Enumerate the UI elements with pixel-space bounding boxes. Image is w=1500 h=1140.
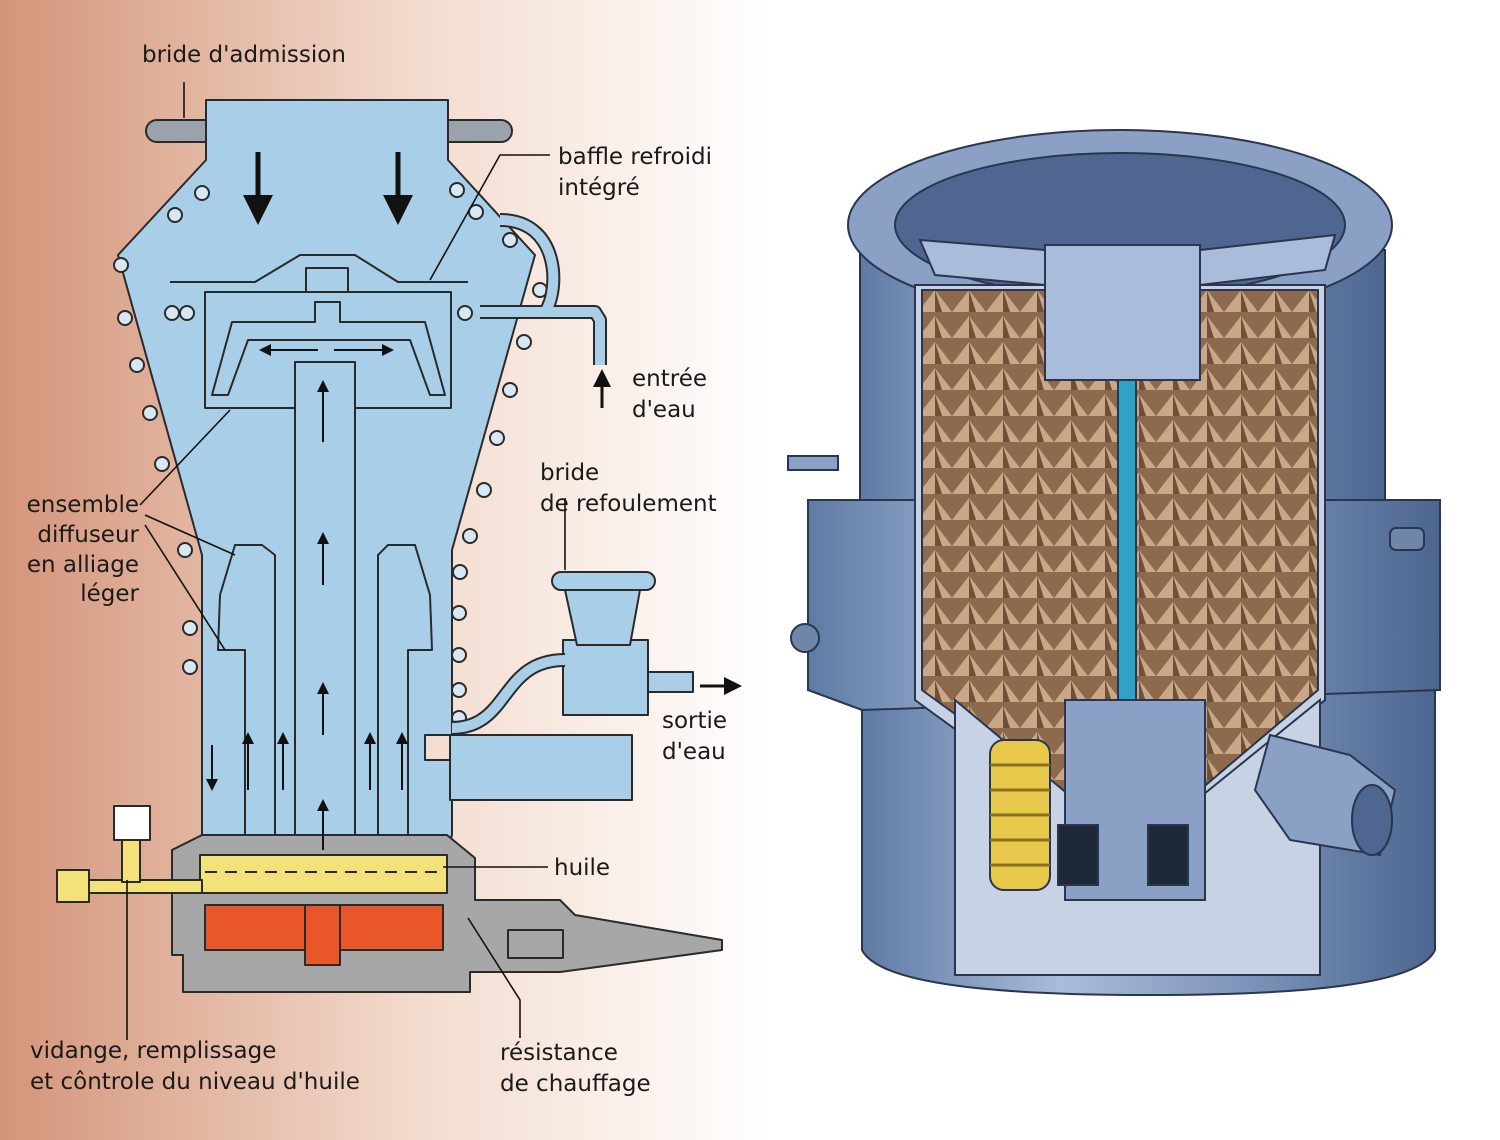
heater-block-left <box>204 904 306 951</box>
top-jet-hat <box>211 301 446 396</box>
motor-block-left <box>1057 824 1099 886</box>
label-ensemble-4: léger <box>80 581 139 607</box>
label-huile: huile <box>554 855 610 881</box>
motor-block-right <box>1147 824 1189 886</box>
label-bride-admission: bride d'admission <box>142 42 346 68</box>
bellows-rings <box>990 763 1050 867</box>
heater-wire-box <box>507 929 564 959</box>
label-vidange-2: et côntrole du niveau d'huile <box>30 1069 360 1095</box>
flow-arrows <box>206 152 742 850</box>
label-sortie-1: sortie <box>662 708 727 734</box>
outlet-stub <box>647 671 694 693</box>
label-ensemble-3: en alliage <box>27 552 139 578</box>
spider-arm-left <box>918 238 1046 287</box>
exhaust-port-opening <box>1351 784 1393 856</box>
heater-block-right <box>339 904 444 951</box>
leader-lines <box>126 82 566 1040</box>
cooling-coil-right <box>449 182 548 726</box>
water-inlet-tube-inner <box>480 215 605 365</box>
outlet-flange <box>551 571 656 591</box>
water-outlet-tube-inner <box>451 655 566 733</box>
oil-bath <box>199 854 448 894</box>
label-resistance-2: de chauffage <box>500 1071 651 1097</box>
oil-level-cap <box>113 805 151 841</box>
label-sortie-2: d'eau <box>662 739 726 765</box>
label-entree-2: d'eau <box>632 397 696 423</box>
label-baffle-1: baffle refroidi <box>558 144 712 170</box>
spider-arm-right <box>1199 233 1337 287</box>
oil-level-tube <box>121 837 141 883</box>
side-fitting <box>787 455 839 471</box>
label-bride-ref-1: bride <box>540 460 599 486</box>
side-knob <box>790 623 820 653</box>
outlet-neck <box>564 589 641 646</box>
diagram-labels: bride d'admission baffle refroidi intégr… <box>27 42 727 1097</box>
oil-fill-pipe <box>87 879 203 894</box>
heater-stem <box>304 904 341 966</box>
central-chimney <box>294 361 356 851</box>
outlet-valve <box>562 639 649 716</box>
label-vidange-1: vidange, remplissage <box>30 1038 276 1064</box>
label-entree-1: entrée <box>632 366 707 392</box>
oil-fill-cap <box>56 869 90 903</box>
label-bride-ref-2: de refoulement <box>540 491 717 517</box>
label-ensemble-2: diffuseur <box>37 522 139 548</box>
label-ensemble-1: ensemble <box>27 492 139 518</box>
side-screw <box>1389 527 1425 551</box>
rotor-hub <box>1044 244 1201 381</box>
turbo-pump-cutaway <box>787 129 1441 997</box>
cooling-coil-left <box>113 185 210 675</box>
outlet-pipe <box>449 734 633 801</box>
label-resistance-1: résistance <box>500 1040 618 1066</box>
pump-schematic <box>56 99 723 993</box>
label-baffle-2: intégré <box>558 175 640 201</box>
